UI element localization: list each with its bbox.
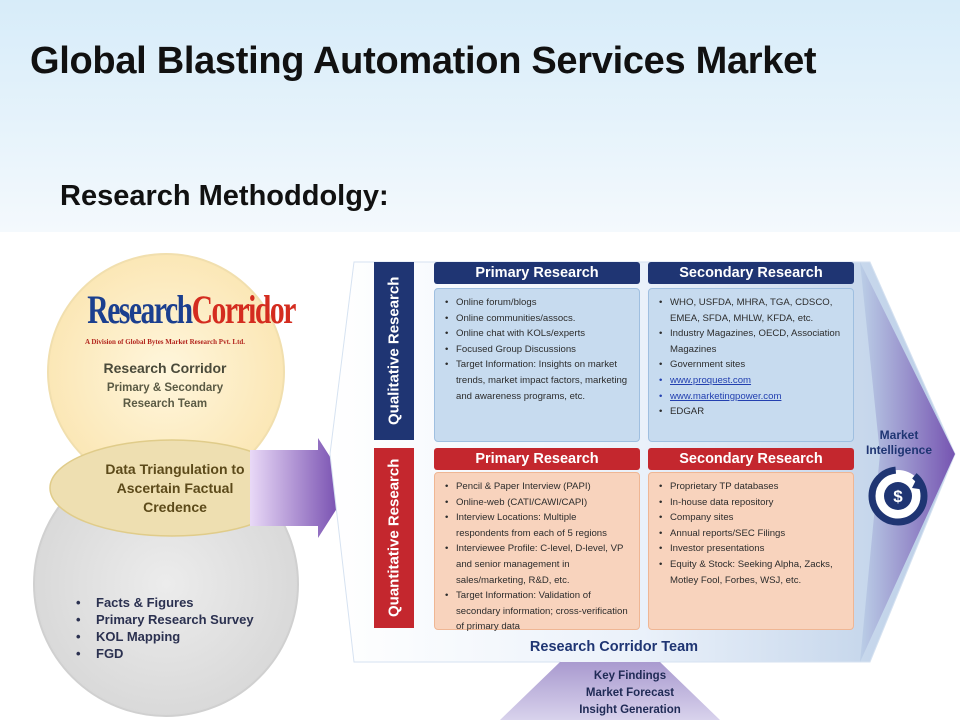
list-item: Proprietary TP databases bbox=[659, 479, 845, 495]
list-item: Investor presentations bbox=[659, 541, 845, 557]
list-item: Government sites bbox=[659, 357, 845, 373]
list-item: Industry Magazines, OECD, Association Ma… bbox=[659, 326, 845, 357]
team-name: Research Corridor bbox=[103, 360, 227, 376]
findings-funnel bbox=[500, 662, 720, 720]
list-item: Online communities/assocs. bbox=[445, 311, 631, 327]
qual-primary-box: Online forum/blogsOnline communities/ass… bbox=[434, 288, 640, 442]
triangulation-line-1: Data Triangulation to bbox=[105, 461, 245, 477]
list-item[interactable]: www.marketingpower.com bbox=[659, 389, 845, 405]
facts-item: Facts & Figures bbox=[76, 594, 254, 611]
output-key-findings: Key Findings bbox=[593, 670, 667, 682]
list-item: Online chat with KOLs/experts bbox=[445, 326, 631, 342]
quant-secondary-header: Secondary Research bbox=[648, 448, 854, 470]
list-item: Equity & Stock: Seeking Alpha, Zacks, Mo… bbox=[659, 557, 845, 588]
qual-primary-header: Primary Research bbox=[434, 262, 640, 284]
qual-secondary-list: WHO, USFDA, MHRA, TGA, CDSCO, EMEA, SFDA… bbox=[659, 295, 845, 420]
market-intelligence-label: Market Intelligence bbox=[856, 428, 942, 458]
qual-primary-list: Online forum/blogsOnline communities/ass… bbox=[445, 295, 631, 404]
quant-primary-header: Primary Research bbox=[434, 448, 640, 470]
quant-primary-list: Pencil & Paper Interview (PAPI)Online-we… bbox=[445, 479, 631, 635]
logo-tagline: A Division of Global Bytes Market Resear… bbox=[84, 338, 246, 346]
facts-list: Facts & Figures Primary Research Survey … bbox=[76, 594, 254, 662]
quant-secondary-box: Proprietary TP databasesIn-house data re… bbox=[648, 472, 854, 630]
triangulation-line-3: Credence bbox=[143, 499, 207, 515]
quantitative-label: Quantitative Research bbox=[374, 448, 414, 628]
triangulation-line-2: Ascertain Factual bbox=[116, 480, 234, 496]
research-corridor-logo: ResearchCorridor bbox=[87, 287, 296, 332]
list-item: Pencil & Paper Interview (PAPI) bbox=[445, 479, 631, 495]
team-line-2: Research Team bbox=[122, 398, 208, 410]
list-item: Interviewee Profile: C-level, D-level, V… bbox=[445, 541, 631, 588]
output-arrow bbox=[860, 262, 955, 662]
facts-item: Primary Research Survey bbox=[76, 611, 254, 628]
list-item: WHO, USFDA, MHRA, TGA, CDSCO, EMEA, SFDA… bbox=[659, 295, 845, 326]
dollar-cycle-icon: $ bbox=[868, 466, 928, 526]
list-item: Interview Locations: Multiple respondent… bbox=[445, 510, 631, 541]
list-item: Focused Group Discussions bbox=[445, 342, 631, 358]
header-background bbox=[0, 0, 960, 232]
list-item: Target Information: Insights on market t… bbox=[445, 357, 631, 404]
team-bar: Research Corridor Team bbox=[529, 639, 699, 655]
list-item: Company sites bbox=[659, 510, 845, 526]
output-market-forecast: Market Forecast bbox=[585, 687, 675, 699]
qual-secondary-header: Secondary Research bbox=[648, 262, 854, 284]
input-arrow bbox=[250, 438, 350, 538]
team-description: Primary & Secondary Research Team bbox=[60, 380, 270, 412]
list-item: In-house data repository bbox=[659, 495, 845, 511]
quant-secondary-list: Proprietary TP databasesIn-house data re… bbox=[659, 479, 845, 588]
qual-secondary-box: WHO, USFDA, MHRA, TGA, CDSCO, EMEA, SFDA… bbox=[648, 288, 854, 442]
triangulation-text: Data Triangulation to Ascertain Factual … bbox=[60, 460, 290, 517]
facts-item: FGD bbox=[76, 645, 254, 662]
mi-line-2: Intelligence bbox=[865, 443, 933, 457]
svg-text:$: $ bbox=[893, 487, 903, 506]
page-subtitle: Research Methoddolgy: bbox=[60, 180, 389, 212]
team-line-1: Primary & Secondary bbox=[106, 382, 224, 394]
output-insight-generation: Insight Generation bbox=[579, 704, 681, 716]
list-item: Target Information: Validation of second… bbox=[445, 588, 631, 635]
facts-item: KOL Mapping bbox=[76, 628, 254, 645]
list-item: Online-web (CATI/CAWI/CAPI) bbox=[445, 495, 631, 511]
list-item: EDGAR bbox=[659, 404, 845, 420]
list-item: Online forum/blogs bbox=[445, 295, 631, 311]
list-item: Annual reports/SEC Filings bbox=[659, 526, 845, 542]
mi-line-1: Market bbox=[879, 428, 919, 442]
quant-primary-box: Pencil & Paper Interview (PAPI)Online-we… bbox=[434, 472, 640, 632]
methodology-diagram: ResearchCorridor A Division of Global By… bbox=[0, 232, 960, 720]
page-title: Global Blasting Automation Services Mark… bbox=[30, 40, 817, 82]
list-item[interactable]: www.proquest.com bbox=[659, 373, 845, 389]
outputs-list: Key Findings Market Forecast Insight Gen… bbox=[560, 668, 700, 719]
qualitative-label: Qualitative Research bbox=[374, 262, 414, 440]
